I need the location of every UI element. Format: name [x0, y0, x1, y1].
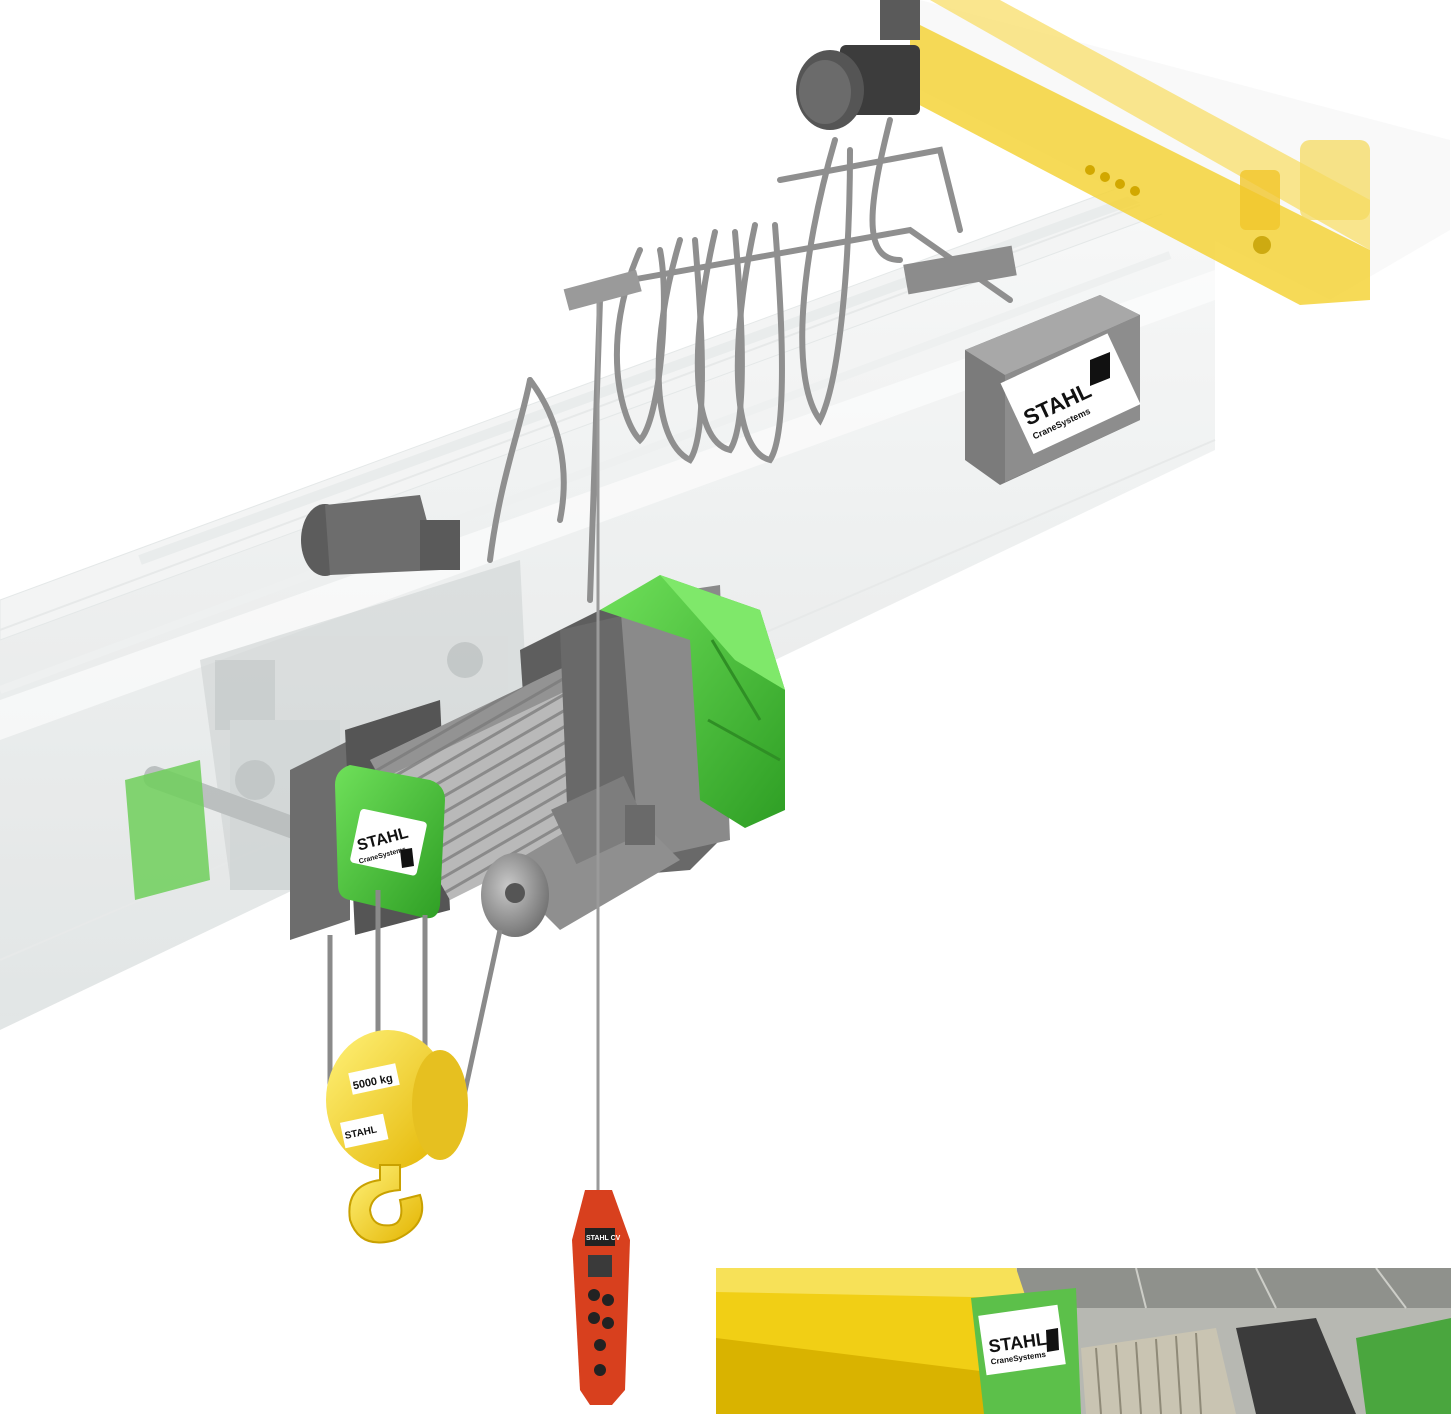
cable-clamp — [563, 269, 642, 311]
stahl-logo-icon — [1046, 1328, 1059, 1352]
pendant-label: STAHL CV — [586, 1235, 621, 1242]
end-carriage-rail — [910, 0, 1450, 305]
trolley-motor — [301, 495, 460, 576]
main-girder — [0, 179, 1216, 1030]
stahl-logo-icon — [400, 848, 414, 868]
gearbox-cover — [600, 575, 785, 828]
stahl-logo-icon — [1090, 352, 1110, 386]
trolley-frame — [143, 560, 530, 890]
hook-block: 5000 kg STAHL — [326, 1030, 468, 1244]
hoist-end-cover: STAHL CraneSystems — [335, 765, 445, 919]
buffer-plate — [125, 760, 210, 900]
pendant-control: STAHL CV — [572, 1190, 630, 1405]
hook — [348, 1164, 424, 1244]
hoist-motor — [481, 775, 680, 937]
control-box: STAHL CraneSystems — [965, 295, 1141, 485]
travel-motor — [796, 0, 920, 130]
hoist-photo-inset: STAHL CraneSystems — [716, 1268, 1451, 1414]
cable-trolley-bar — [903, 245, 1017, 295]
